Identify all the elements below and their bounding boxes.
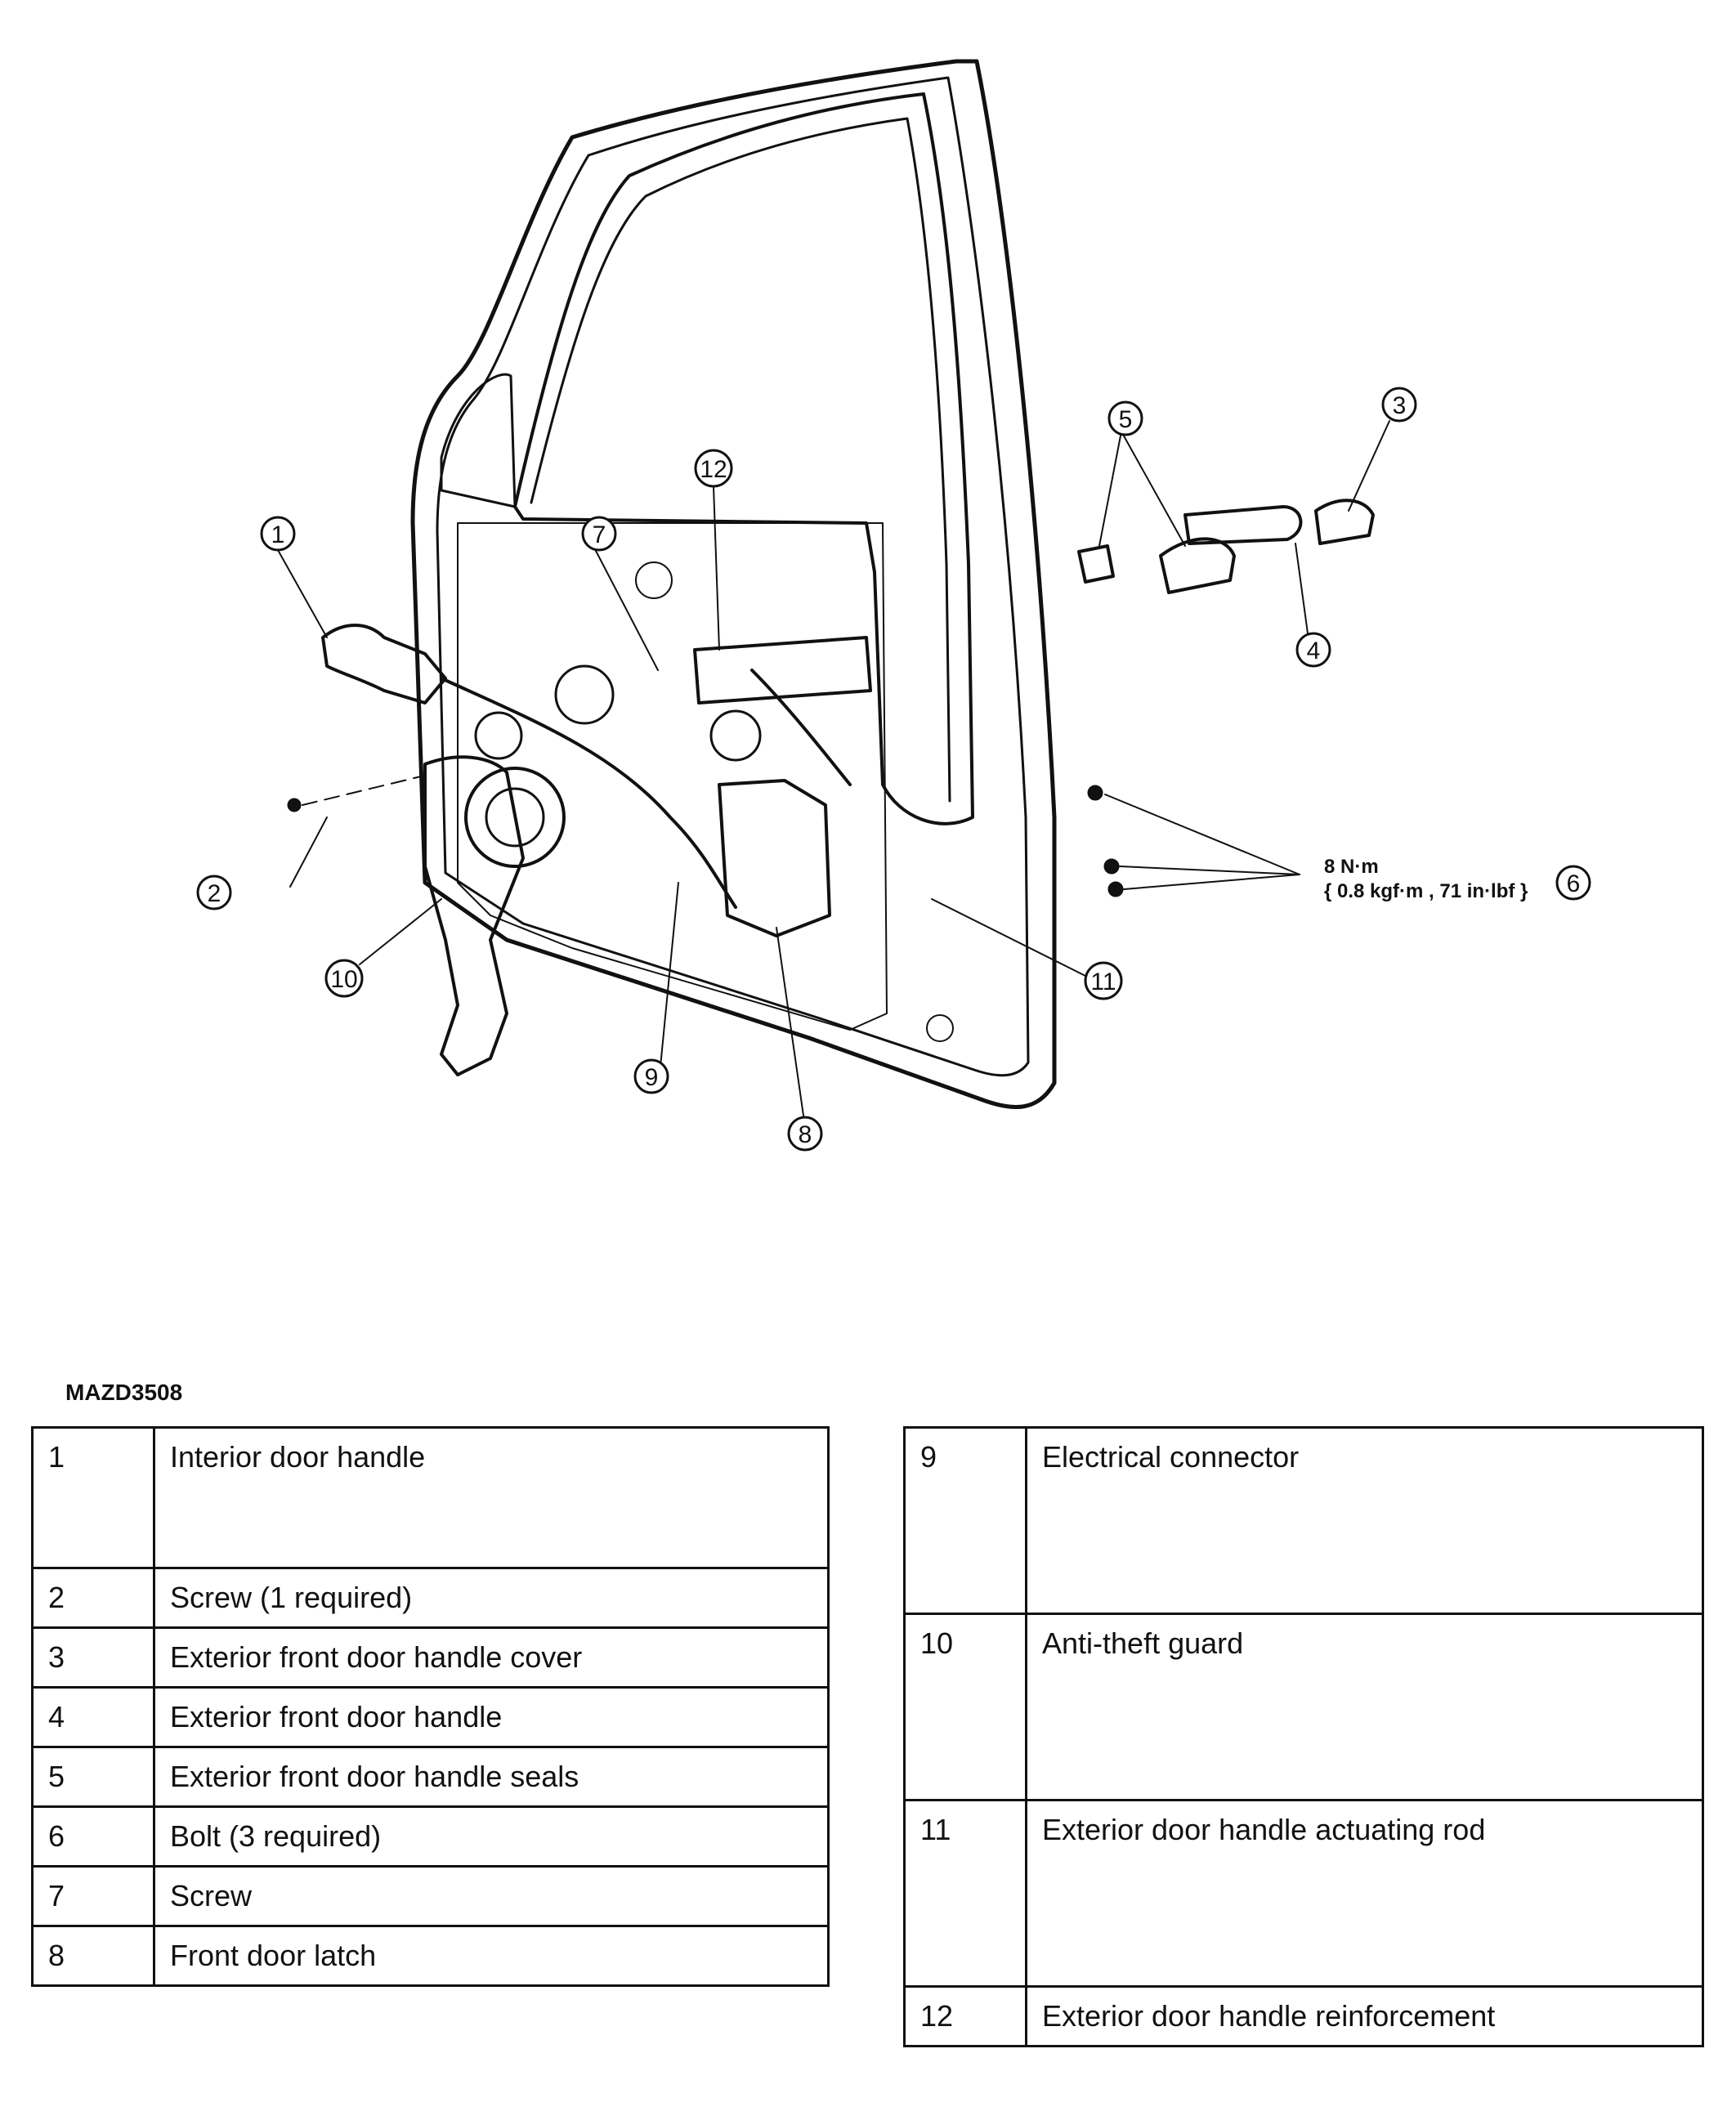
window-frame-inner	[530, 117, 951, 803]
window-frame	[513, 92, 974, 825]
callout-2: 2	[196, 875, 232, 910]
callout-10: 10	[324, 959, 364, 998]
mirror-mount	[440, 373, 517, 508]
bolt-6a	[1087, 785, 1103, 801]
svg-text:5: 5	[1119, 406, 1133, 433]
svg-text:7: 7	[593, 521, 606, 548]
callout-6: 6	[1555, 865, 1591, 901]
callout-4: 4	[1295, 632, 1331, 668]
callout-5: 5	[1107, 400, 1143, 436]
svg-text:9: 9	[645, 1064, 659, 1091]
svg-text:2: 2	[208, 880, 221, 907]
callout-8: 8	[787, 1116, 823, 1152]
callout-3: 3	[1381, 387, 1417, 423]
svg-text:3: 3	[1393, 392, 1407, 419]
door-exploded-diagram: 1 2 3 4 5 6 7 8 9 10 11 12 8 N·m { 0.8 k…	[196, 59, 1591, 1152]
svg-text:6: 6	[1567, 870, 1581, 897]
callouts: 1 2 3 4 5 6 7 8 9 10 11 12	[196, 387, 1591, 1152]
figure-code: MAZD3508	[65, 1380, 183, 1405]
svg-text:1: 1	[271, 521, 285, 548]
svg-text:11: 11	[1090, 969, 1116, 995]
svg-text:4: 4	[1307, 637, 1321, 664]
door-latch	[718, 779, 831, 937]
callout-1: 1	[260, 516, 296, 552]
bolt-6b	[1103, 858, 1120, 875]
svg-text:12: 12	[700, 456, 727, 483]
screw-2	[287, 798, 302, 812]
bolt-6c	[1107, 881, 1124, 897]
actuating-rod	[750, 669, 852, 786]
svg-text:8: 8	[799, 1121, 812, 1148]
inner-panel	[457, 522, 888, 1031]
handle-seal-large	[1159, 537, 1236, 594]
exterior-handle	[1183, 505, 1303, 545]
interior-door-handle	[321, 624, 447, 705]
svg-text:10: 10	[330, 966, 357, 993]
callout-11: 11	[1084, 961, 1123, 1000]
door-shell	[410, 59, 1057, 1109]
handle-cover	[1314, 499, 1375, 545]
callout-12: 12	[694, 449, 733, 488]
handle-seal-small	[1077, 544, 1115, 584]
torque-line-1: 8 N·m	[1324, 856, 1379, 878]
handle-cable	[440, 677, 737, 909]
callout-9: 9	[633, 1058, 669, 1094]
handle-reinforcement	[693, 636, 872, 705]
door-shell-inner	[436, 76, 1030, 1077]
torque-line-2: { 0.8 kgf·m , 71 in·lbf }	[1324, 880, 1528, 902]
callout-7: 7	[581, 516, 617, 552]
